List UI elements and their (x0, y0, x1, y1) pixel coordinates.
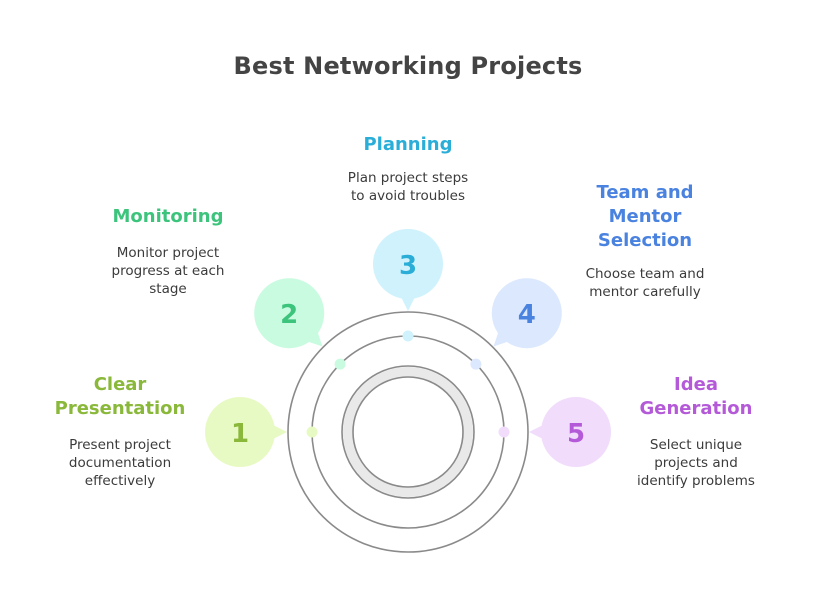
title-line: Team and (596, 182, 694, 203)
title-line: Mentor (608, 206, 682, 227)
step-4-marker-dot (470, 358, 482, 370)
step-2-marker-dot (334, 358, 346, 370)
bubble-circle (205, 397, 275, 467)
title-line: Clear (93, 374, 147, 395)
bubble-circle (541, 397, 611, 467)
step-2-bubble: 2 (254, 278, 325, 349)
step-1-number: 1 (231, 419, 249, 449)
step-2-number: 2 (280, 300, 298, 330)
step-4-number: 4 (518, 300, 536, 330)
step-1-description: Present project documentation effectively (40, 436, 200, 490)
step-3-description: Plan project steps to avoid troubles (318, 169, 498, 205)
step-1-bubble: 1 (205, 397, 287, 467)
step-1-marker-dot (306, 426, 318, 438)
step-4-description: Choose team and mentor carefully (560, 265, 730, 301)
core-ring-fill (343, 367, 473, 497)
title-line: Idea (674, 374, 718, 395)
step-5-marker-dot (498, 426, 510, 438)
description-line: stage (149, 281, 187, 297)
title-line: Generation (639, 398, 753, 419)
description-line: identify problems (637, 473, 755, 489)
core-ring-outer (341, 365, 475, 499)
step-5-description: Select unique projects and identify proble… (611, 436, 781, 490)
description-line: effectively (84, 473, 156, 489)
description-line: Choose team and (585, 266, 705, 282)
bubble-circle (254, 278, 325, 349)
bubble-circle (491, 278, 562, 349)
step-5-number: 5 (567, 419, 585, 449)
description-line: mentor carefully (589, 284, 701, 300)
step-4-bubble: 4 (491, 278, 562, 349)
step-2-title: Monitoring (88, 205, 248, 229)
description-line: Present project (69, 437, 171, 453)
core-ring-inner (352, 376, 464, 488)
title-line: Selection (597, 230, 693, 251)
outer-ring (287, 311, 529, 553)
description-line: Select unique (649, 437, 743, 453)
step-3-marker-dot (402, 330, 414, 342)
title-line: Presentation (54, 398, 186, 419)
step-2-description: Monitor project progress at each stage (88, 244, 248, 298)
step-3-number: 3 (399, 251, 417, 281)
description-line: Monitor project (116, 245, 220, 261)
description-line: Plan project steps (347, 170, 469, 186)
step-3-bubble: 3 (373, 229, 443, 311)
step-3-title: Planning (328, 133, 488, 157)
diagram-title: Best Networking Projects (233, 52, 583, 80)
title-line: Planning (363, 134, 453, 155)
description-line: documentation (68, 455, 172, 471)
description-line: to avoid troubles (351, 188, 465, 204)
step-5-bubble: 5 (529, 397, 611, 467)
title-line: Monitoring (112, 206, 224, 227)
description-line: progress at each (111, 263, 225, 279)
description-line: projects and (654, 455, 738, 471)
bubble-circle (373, 229, 443, 299)
